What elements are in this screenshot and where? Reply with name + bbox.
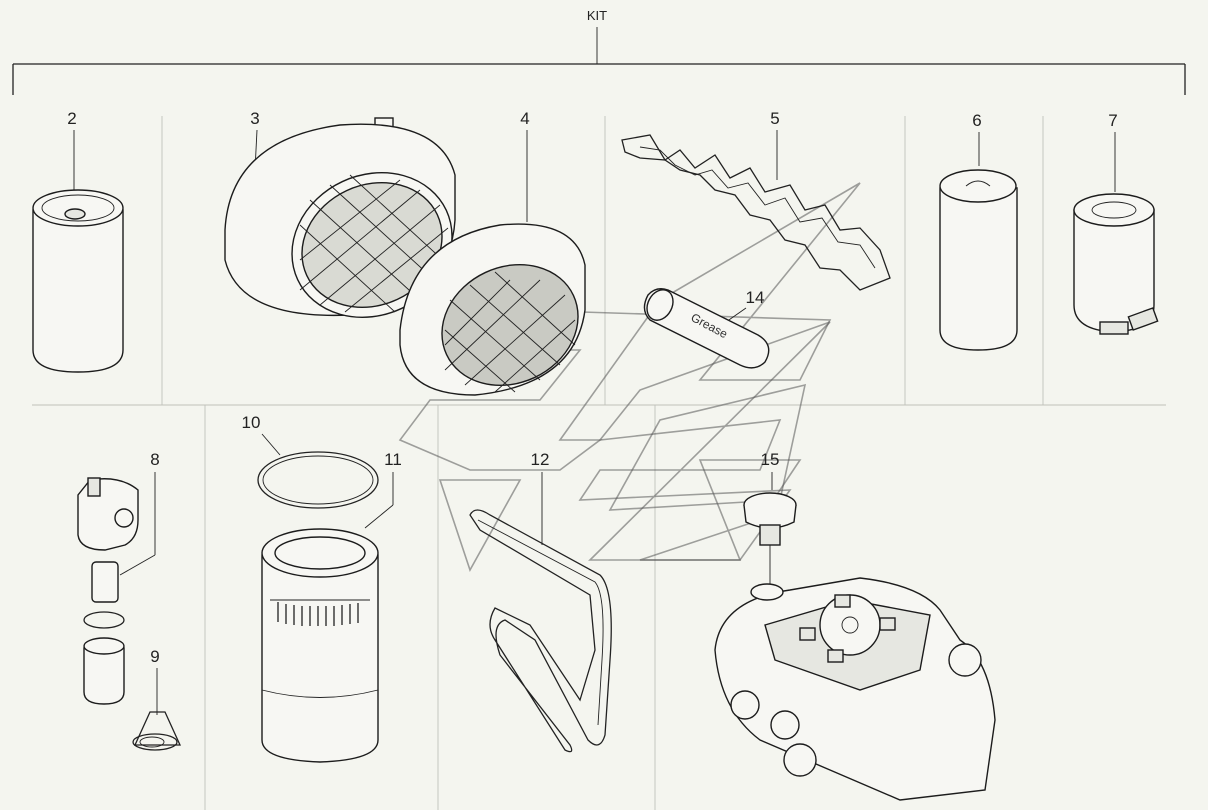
callout-4: 4: [520, 109, 529, 128]
callout-9: 9: [150, 647, 159, 666]
part-7-separator-filter: 7: [1073, 111, 1159, 335]
part-5-gasket: 5: [621, 109, 891, 291]
callout-5: 5: [770, 109, 779, 128]
part-14-grease-tube: 14 Grease: [643, 288, 770, 369]
part-9-seal: 9: [132, 647, 182, 751]
mesh-4: [444, 271, 576, 393]
kit-label: KIT: [587, 8, 607, 23]
callout-14: 14: [746, 288, 765, 307]
part-4-air-filter-inner: 4: [399, 109, 586, 396]
panel-grid: [32, 116, 1166, 810]
kit-bracket: KIT: [12, 8, 1186, 95]
callout-15: 15: [761, 450, 780, 469]
callout-6: 6: [972, 111, 981, 130]
part-8-filter-head: 8: [77, 450, 160, 705]
callout-8: 8: [150, 450, 159, 469]
part-10-o-ring: 10: [242, 413, 379, 509]
callout-10: 10: [242, 413, 261, 432]
part-2-oil-filter: 2: [32, 109, 124, 373]
callout-2: 2: [67, 109, 76, 128]
callout-12: 12: [531, 450, 550, 469]
callout-7: 7: [1108, 111, 1117, 130]
part-6-fuel-filter: 6: [939, 111, 1018, 351]
watermark-logo: [398, 182, 861, 572]
part-3-air-filter-outer: 3: [224, 109, 456, 318]
part-15-cap-and-housing: 15: [714, 450, 996, 801]
callout-11: 11: [384, 450, 402, 469]
part-11-filter-element: 11: [261, 450, 402, 763]
callout-3: 3: [250, 109, 259, 128]
part-12-belt: 12: [469, 450, 612, 753]
